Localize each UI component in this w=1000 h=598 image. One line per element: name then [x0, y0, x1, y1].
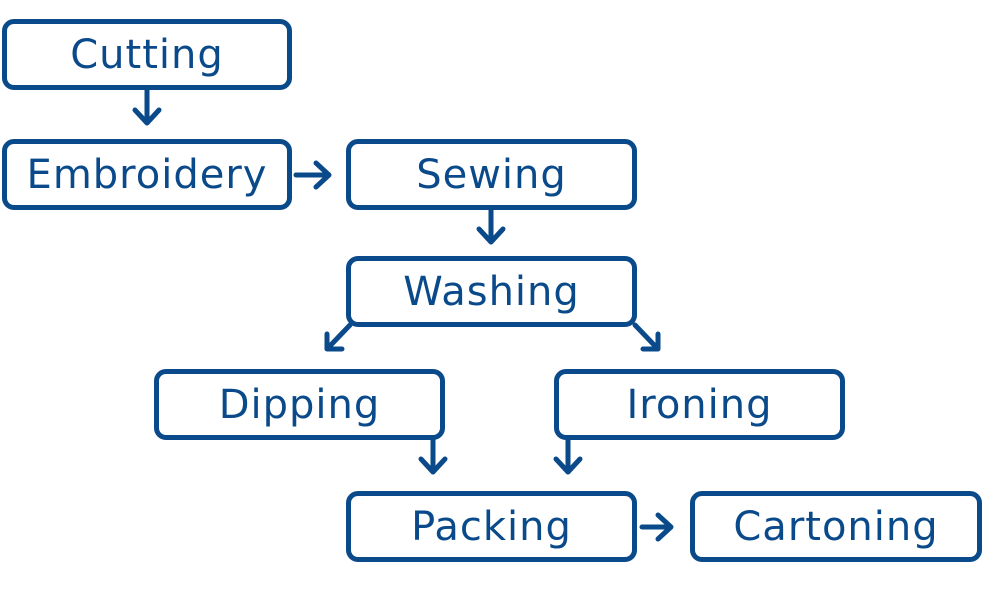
- arrow-dipping-to-packing: [418, 437, 448, 475]
- node-washing: Washing: [346, 256, 637, 327]
- node-cutting-label: Cutting: [70, 31, 224, 78]
- node-dipping-label: Dipping: [218, 381, 381, 428]
- arrow-washing-to-ironing: [632, 322, 661, 352]
- node-ironing: Ironing: [554, 369, 845, 440]
- node-packing-label: Packing: [411, 503, 572, 550]
- arrow-washing-to-dipping: [324, 322, 353, 352]
- node-embroidery-label: Embroidery: [26, 151, 268, 198]
- arrow-embroidery-to-sewing: [293, 160, 332, 190]
- node-sewing: Sewing: [346, 139, 637, 210]
- arrow-sewing-to-washing: [476, 207, 506, 245]
- node-embroidery: Embroidery: [2, 139, 292, 210]
- node-washing-label: Washing: [403, 268, 580, 315]
- node-cartoning-label: Cartoning: [733, 503, 939, 550]
- node-dipping: Dipping: [154, 369, 445, 440]
- node-packing: Packing: [346, 491, 637, 562]
- arrow-ironing-to-packing: [553, 437, 583, 475]
- arrow-cutting-to-embroidery: [132, 87, 162, 126]
- arrow-packing-to-cartoning: [639, 512, 674, 542]
- node-cutting: Cutting: [2, 19, 292, 90]
- node-sewing-label: Sewing: [416, 151, 567, 198]
- node-cartoning: Cartoning: [690, 491, 982, 562]
- node-ironing-label: Ironing: [626, 381, 773, 428]
